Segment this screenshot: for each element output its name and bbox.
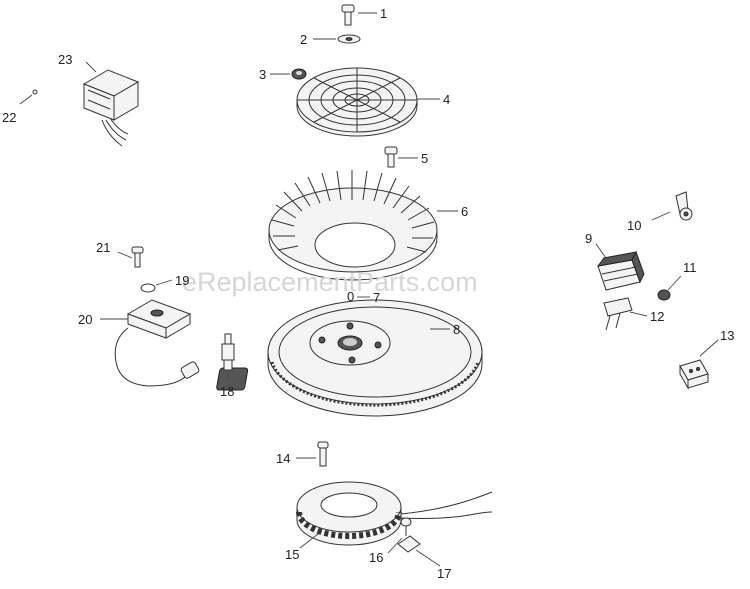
part-8-flywheel: [216, 299, 483, 417]
part-11-screw: [657, 275, 682, 301]
part-13-plug: [679, 339, 719, 390]
part-6-fan: [268, 170, 458, 281]
part-19-o-ring: [140, 279, 173, 293]
callout-7: 7: [373, 290, 380, 305]
part-12-connector: [603, 297, 648, 331]
callout-22: 22: [2, 110, 16, 125]
callout-11: 11: [683, 260, 697, 275]
callout-4: 4: [443, 92, 450, 107]
part-10-bracket: [651, 191, 693, 221]
part-17-clip: [397, 535, 441, 567]
part-1-bolt: [341, 4, 377, 26]
part-21-bolt: [117, 246, 144, 268]
part-22-small-screw: [19, 89, 38, 105]
part-2-washer: [313, 34, 361, 44]
callout-6: 6: [461, 204, 468, 219]
callout-1: 1: [380, 6, 387, 21]
part-9-rectifier: [595, 243, 645, 291]
watermark: eReplacementParts.com: [182, 267, 478, 297]
callout-7-prefix: 0: [347, 289, 354, 304]
part-14-bolt: [296, 441, 329, 467]
part-20-ignition-module: [100, 299, 200, 387]
part-18-spark-plug: [221, 333, 235, 380]
part-15-stator: [296, 481, 493, 549]
callout-20: 20: [78, 312, 92, 327]
callout-17: 17: [437, 566, 451, 581]
callout-16: 16: [369, 550, 383, 565]
callout-19: 19: [175, 273, 189, 288]
callout-10: 10: [627, 218, 641, 233]
callout-5: 5: [421, 151, 428, 166]
callout-labels: 1 2 3 4 5 6 0 7 8 9 10 11 12 13 14 15 16…: [2, 6, 734, 581]
callout-2: 2: [300, 32, 307, 47]
part-23-module: [82, 61, 140, 147]
callout-3: 3: [259, 67, 266, 82]
callout-9: 9: [585, 231, 592, 246]
callout-13: 13: [720, 328, 734, 343]
part-4-grass-screen: [296, 67, 440, 137]
callout-8: 8: [453, 322, 460, 337]
callout-18: 18: [220, 384, 234, 399]
callout-14: 14: [276, 451, 290, 466]
part-16-screw: [387, 517, 412, 554]
part-3-nut: [270, 68, 307, 80]
callout-21: 21: [96, 240, 110, 255]
callout-12: 12: [650, 309, 664, 324]
callout-15: 15: [285, 547, 299, 562]
callout-23: 23: [58, 52, 72, 67]
part-5-screw: [384, 146, 418, 168]
